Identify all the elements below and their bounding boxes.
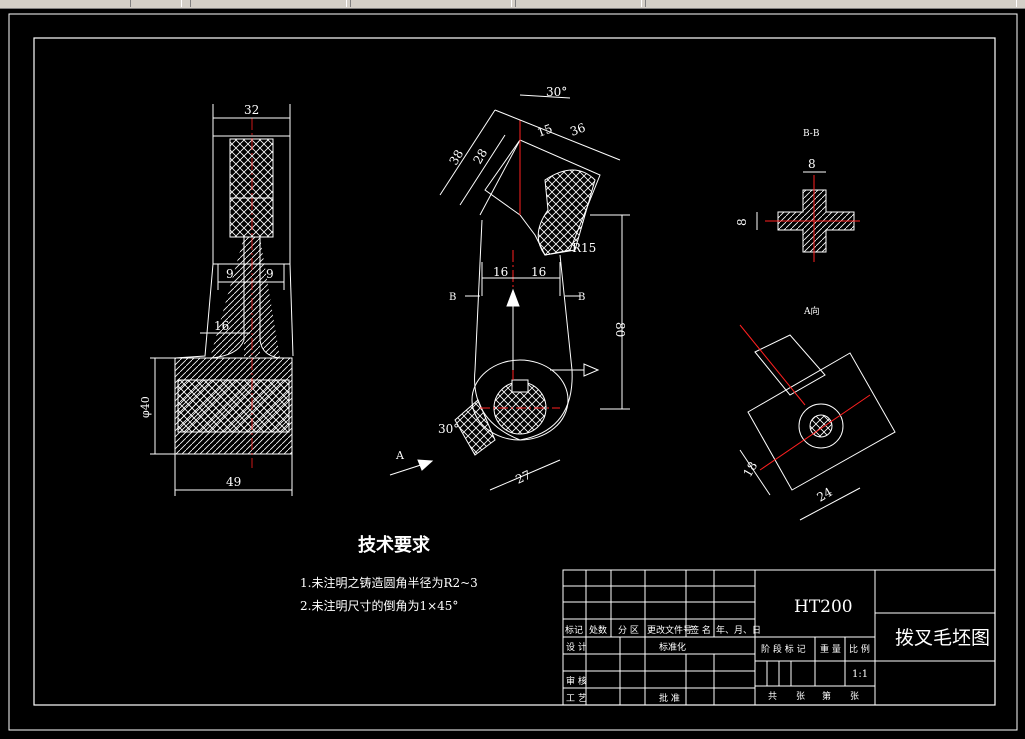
tb-mark: 标记 — [565, 624, 583, 636]
tb-standard: 标准化 — [659, 641, 686, 653]
tb-review: 审 核 — [566, 675, 587, 687]
tb-ratio: 比 例 — [849, 643, 870, 655]
dim-16-b: 16 — [531, 265, 546, 279]
main-view — [389, 94, 630, 491]
dim-28: 28 — [470, 146, 490, 166]
dim-32: 32 — [244, 103, 259, 117]
dim-36: 36 — [568, 120, 587, 138]
dim-8-side: 8 — [735, 218, 749, 226]
tb-design: 设 计 — [566, 641, 587, 653]
tb-doc-no: 更改文件号 — [647, 624, 692, 636]
taskbar-button-3[interactable] — [515, 0, 642, 7]
dim-16-a: 16 — [493, 265, 508, 279]
window-taskbar-strip — [0, 0, 1025, 9]
cad-drawing-canvas[interactable]: 32 9 9 16 φ40 49 — [0, 9, 1025, 739]
dim-16-left: 16 — [214, 319, 229, 333]
taskbar-button-2[interactable] — [350, 0, 512, 7]
taskbar-button-4[interactable] — [645, 0, 1017, 7]
tb-date: 年、月、日 — [716, 624, 761, 636]
taskbar-icon-group[interactable] — [130, 0, 182, 7]
dim-24: 24 — [815, 485, 836, 505]
tb-sheets: 张 — [796, 691, 805, 702]
scale-value: 1:1 — [852, 669, 868, 680]
label-view-a: A向 — [803, 305, 820, 317]
tb-sign: 签 名 — [690, 624, 711, 636]
tb-total: 共 — [768, 691, 777, 702]
drawing-title: 拨叉毛坯图 — [895, 627, 990, 649]
cut-label-b-right: B — [578, 292, 585, 303]
tech-req-1: 1.未注明之铸造圆角半径为R2~3 — [300, 575, 478, 590]
view-a — [739, 324, 896, 521]
dim-phi40: φ40 — [139, 396, 152, 418]
inner-frame — [33, 37, 996, 706]
material-label: HT200 — [794, 597, 853, 617]
dim-30deg-boss: 30° — [438, 422, 459, 436]
tb-count: 处数 — [589, 624, 607, 636]
dim-38: 38 — [446, 147, 466, 167]
tb-stage-mark: 阶 段 标 记 — [761, 643, 806, 655]
dim-r15: R15 — [572, 241, 596, 255]
cut-label-b-left: B — [449, 292, 456, 303]
tb-zone: 分 区 — [618, 625, 639, 636]
taskbar-button-1[interactable] — [190, 0, 347, 7]
outer-frame — [8, 13, 1018, 731]
dim-9-left: 9 — [226, 267, 234, 281]
dim-8-top: 8 — [808, 157, 816, 171]
dim-9-right: 9 — [266, 267, 274, 281]
label-section-bb: B-B — [803, 129, 820, 139]
front-view — [150, 104, 294, 496]
tb-process: 工 艺 — [566, 693, 587, 704]
dim-15: 15 — [535, 121, 554, 139]
section-bb — [756, 171, 860, 262]
tb-approve: 批 准 — [659, 692, 680, 704]
tb-page: 第 — [822, 690, 831, 702]
tech-req-2: 2.未注明尺寸的倒角为1×45° — [300, 598, 458, 613]
title-block — [562, 569, 996, 706]
dim-27: 27 — [513, 468, 533, 487]
cad-drawing: 32 9 9 16 φ40 49 — [8, 13, 1018, 731]
tech-req-title: 技术要求 — [358, 534, 431, 556]
dim-18: 18 — [740, 459, 760, 479]
tb-weight: 重 量 — [820, 643, 841, 655]
dim-80: 80 — [613, 322, 627, 337]
dim-49: 49 — [226, 475, 241, 489]
tb-sheet2: 张 — [850, 691, 859, 702]
view-arrow-a: A — [395, 449, 405, 462]
dim-30deg: 30° — [546, 85, 567, 99]
